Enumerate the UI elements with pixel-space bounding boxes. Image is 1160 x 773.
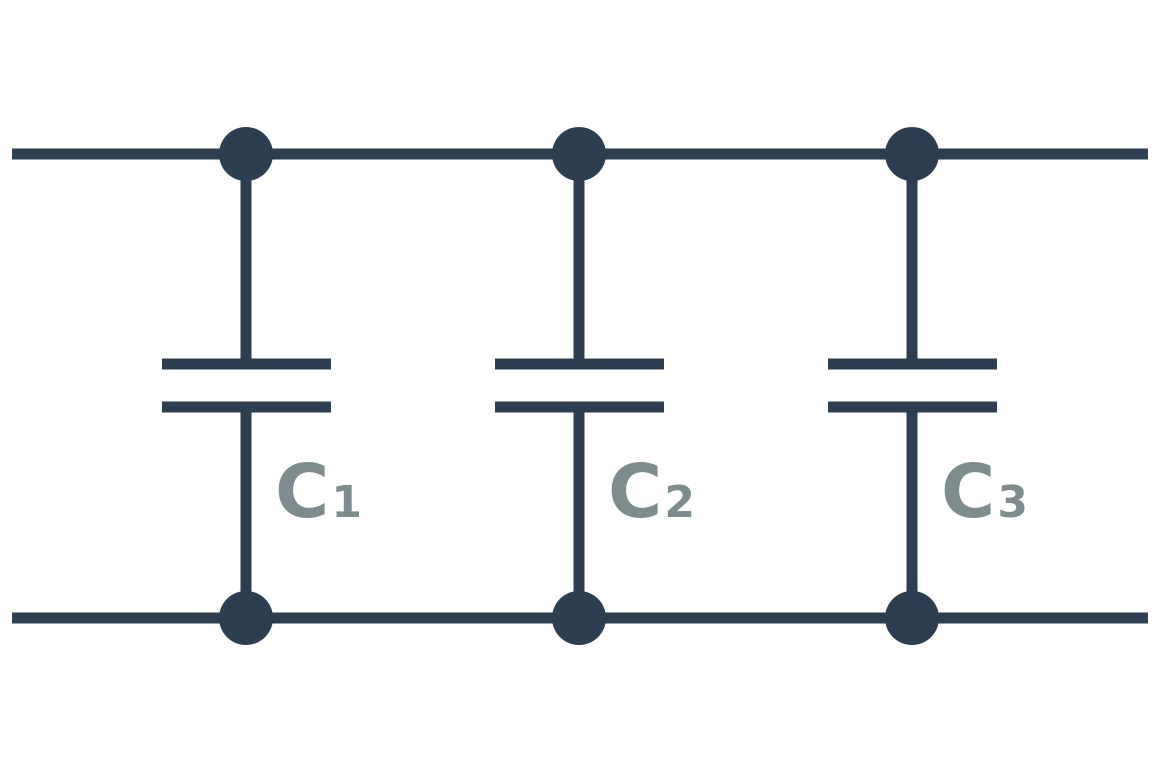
- capacitor-branch-2: C2: [495, 127, 695, 645]
- capacitor-1-letter: C: [275, 449, 329, 535]
- capacitor-3-label: C3: [941, 449, 1028, 535]
- junction-node-top-1: [219, 127, 273, 181]
- capacitor-2-subscript: 2: [664, 477, 695, 528]
- junction-node-bottom-2: [552, 591, 606, 645]
- capacitor-3-letter: C: [941, 449, 995, 535]
- capacitor-branch-3: C3: [828, 127, 1028, 645]
- junction-node-bottom-3: [885, 591, 939, 645]
- capacitor-branch-1: C1: [162, 127, 362, 645]
- capacitor-2-label: C2: [608, 449, 695, 535]
- junction-node-top-2: [552, 127, 606, 181]
- capacitor-3-subscript: 3: [997, 477, 1028, 528]
- junction-node-bottom-1: [219, 591, 273, 645]
- capacitor-2-letter: C: [608, 449, 662, 535]
- capacitor-1-label: C1: [275, 449, 362, 535]
- capacitor-1-subscript: 1: [331, 477, 362, 528]
- junction-node-top-3: [885, 127, 939, 181]
